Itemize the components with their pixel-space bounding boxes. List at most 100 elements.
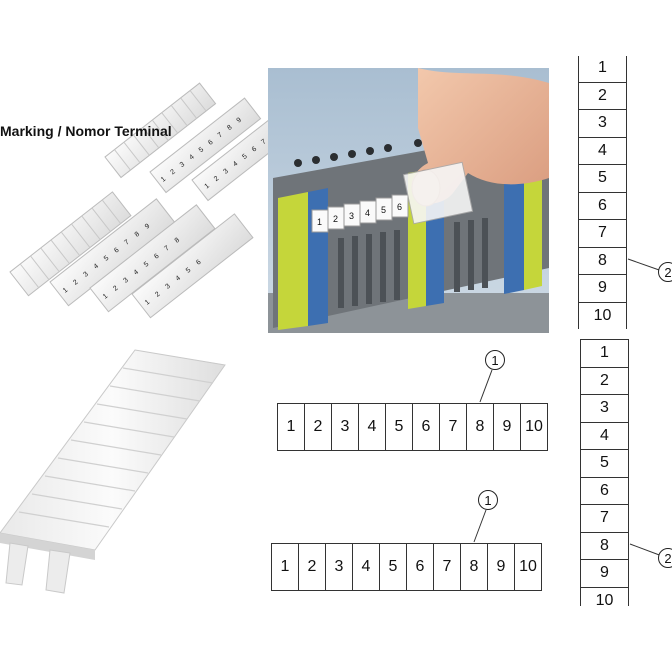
svg-text:6: 6 [113,247,120,255]
strip-cell: 8 [581,531,628,560]
strip-cell: 4 [581,421,628,450]
vertical-marker-strip: 1 2 3 4 5 6 7 8 9 10 [580,339,629,606]
svg-text:8: 8 [134,231,141,239]
svg-text:9: 9 [144,223,151,231]
svg-text:7: 7 [217,131,224,139]
svg-text:6: 6 [251,146,258,154]
strip-cell: 2 [581,366,628,395]
strip-cell: 10 [520,404,547,450]
svg-text:4: 4 [188,154,195,162]
svg-text:2: 2 [72,279,79,287]
callout-1-bottom: 1 [478,490,498,510]
marker-label: 1 [317,217,322,227]
strip-cell: 8 [460,544,487,590]
svg-text:3: 3 [222,168,229,176]
svg-text:4: 4 [133,269,140,277]
callout-leader-line [627,258,663,272]
strip-cell: 4 [358,404,385,450]
vertical-strip-top-clip: 1 2 3 4 5 6 7 8 9 10 [578,56,627,329]
strip-cell: 3 [579,109,626,137]
strip-cell: 1 [598,59,607,77]
strip-cell: 9 [579,274,626,302]
svg-text:5: 5 [241,153,248,161]
svg-text:5: 5 [143,261,150,269]
svg-text:6: 6 [195,259,202,267]
horizontal-marker-strip: 1 2 3 4 5 6 7 8 9 10 [277,403,548,451]
strip-cell: 2 [304,404,331,450]
strip-cell: 10 [514,544,541,590]
svg-text:2: 2 [169,168,176,176]
marker-label: 5 [381,205,386,215]
svg-text:2: 2 [154,291,161,299]
svg-text:4: 4 [93,263,100,271]
strip-cell: 7 [579,219,626,247]
page-title: Marking / Nomor Terminal [0,123,172,139]
strip-cell: 1 [280,558,290,575]
svg-text:7: 7 [260,138,267,146]
callout-leader-line [629,543,663,557]
marker-label: 6 [397,202,402,212]
svg-text:3: 3 [122,277,129,285]
callout-2-top: 2 [658,262,672,282]
svg-text:5: 5 [103,255,110,263]
callout-leader-line [473,509,487,543]
marker-label: 3 [349,211,354,221]
svg-text:1: 1 [204,183,211,191]
svg-text:1: 1 [160,176,167,184]
svg-text:7: 7 [123,239,130,247]
strip-cell: 1 [286,418,296,435]
strip-cell: 7 [433,544,460,590]
svg-text:3: 3 [164,283,171,291]
svg-text:2: 2 [112,285,119,293]
strip-cell: 5 [385,404,412,450]
svg-text:6: 6 [153,253,160,261]
svg-text:3: 3 [82,271,89,279]
strip-cell: 5 [379,544,406,590]
vertical-marker-strip: 1 2 3 4 5 6 7 8 9 10 [578,56,627,329]
callout-1-top: 1 [485,350,505,370]
strip-cell: 8 [579,246,626,275]
svg-text:4: 4 [232,160,239,168]
strip-cell: 9 [487,544,514,590]
strip-cell: 2 [298,544,325,590]
vertical-strip-bottom-clip: 1 2 3 4 5 6 7 8 9 10 [580,339,629,606]
strip-cell: 9 [581,559,628,587]
svg-text:8: 8 [226,124,233,132]
horizontal-marker-strip: 1 2 3 4 5 6 7 8 9 10 [271,543,542,591]
strip-cell: 7 [581,504,628,532]
strip-cell: 4 [352,544,379,590]
svg-text:1: 1 [102,293,109,301]
svg-text:5: 5 [185,267,192,275]
strip-cell: 9 [493,404,520,450]
svg-text:6: 6 [207,139,214,147]
strip-cell: 6 [406,544,433,590]
strip-cell: 3 [581,394,628,422]
svg-text:1: 1 [62,287,69,295]
strip-cell: 10 [579,301,626,330]
strip-cell: 10 [581,586,628,606]
marker-label: 4 [365,208,370,218]
strip-cell: 6 [579,191,626,220]
strip-cell: 5 [579,164,626,192]
callout-2-bottom: 2 [658,548,672,568]
blank-marker-strip-photo [0,349,226,594]
svg-text:2: 2 [213,175,220,183]
svg-text:5: 5 [198,146,205,154]
strip-cell: 8 [466,404,493,450]
svg-text:4: 4 [175,275,182,283]
strip-cell: 2 [579,81,626,110]
strip-cell: 6 [412,404,439,450]
svg-text:1: 1 [144,299,151,307]
strip-cell: 5 [581,449,628,477]
strip-cell: 7 [439,404,466,450]
marker-label: 2 [333,214,338,224]
callout-leader-line [479,369,493,403]
terminal-block-photo: 1 2 3 4 5 6 [268,68,549,333]
strip-cell: 6 [581,476,628,505]
strip-cell: 3 [325,544,352,590]
svg-text:9: 9 [236,117,243,125]
svg-text:7: 7 [163,245,170,253]
strip-cell: 3 [331,404,358,450]
svg-text:8: 8 [174,237,181,245]
